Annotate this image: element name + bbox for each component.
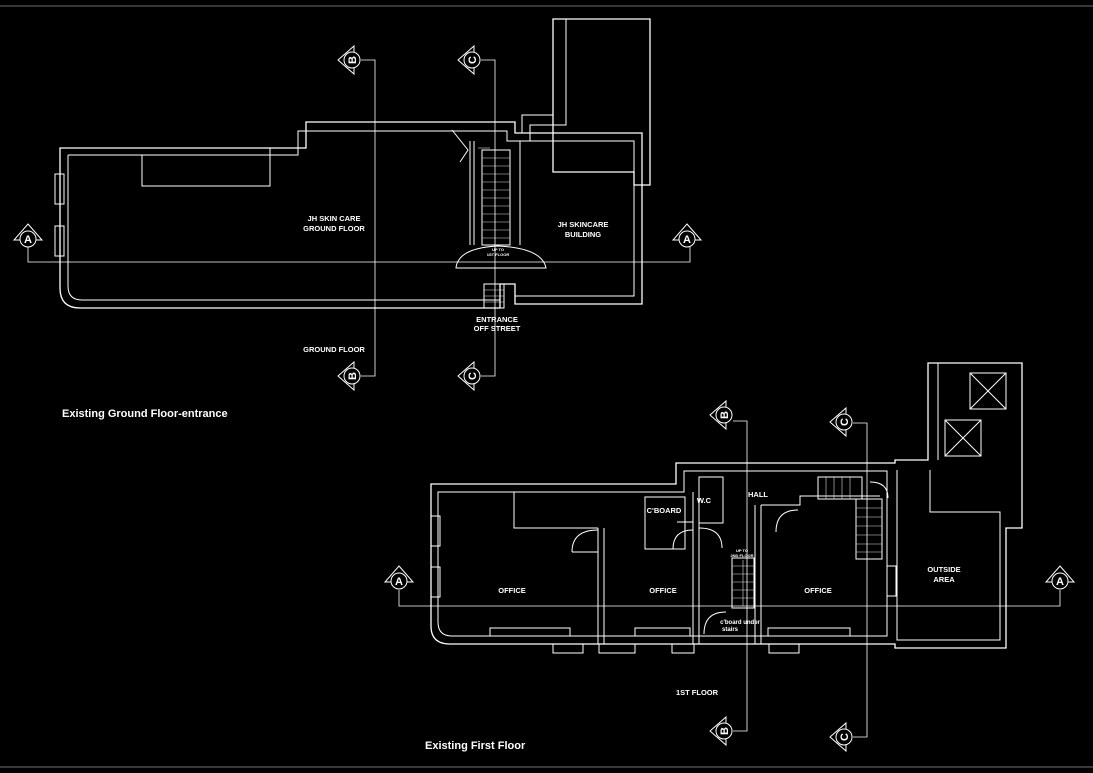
- ground-floor-inner-wall: [67, 130, 635, 301]
- section-marker-c-ground-top: C: [457, 44, 481, 76]
- hall-label: HALL: [748, 490, 768, 499]
- door-arc-3: [698, 527, 723, 549]
- ff-section-line-a: [398, 590, 1061, 607]
- first-floor-tag: 1ST FLOOR: [676, 688, 719, 697]
- ground-floor-plan: UP TO 1ST FLOOR JH SKIN CARE GROUND FLOO…: [27, 18, 691, 377]
- door-arc-1: [571, 529, 599, 553]
- svg-text:B: B: [719, 727, 731, 735]
- outside-area-wall: [896, 363, 1001, 641]
- door-arc-4: [775, 509, 799, 533]
- first-floor-plan: OFFICE OFFICE OFFICE C'BOARD W.C HALL OU…: [398, 362, 1061, 738]
- under-stairs-label-2: stairs: [722, 627, 739, 633]
- rear-building-wall: [552, 18, 651, 186]
- ff-stair-label-1: UP TO: [736, 548, 748, 553]
- ground-floor-outer-wall: [59, 121, 643, 309]
- window-ff-south-1: [552, 643, 584, 654]
- svg-text:A: A: [683, 234, 691, 246]
- section-marker-a-first-left: A: [383, 565, 415, 590]
- building-label-2: BUILDING: [565, 230, 601, 239]
- section-marker-b-ground-top: B: [337, 44, 361, 76]
- window-west-1: [54, 173, 65, 205]
- window-ff-west-2: [430, 566, 441, 598]
- rooflight-2: [944, 419, 982, 457]
- section-marker-b-ground-bottom: B: [337, 360, 361, 392]
- first-floor-inner-wall: [437, 470, 888, 637]
- room-label-jh-skin-care-1: JH SKIN CARE: [308, 214, 361, 223]
- window-ff-west-1: [430, 515, 441, 547]
- cboard-label: C'BOARD: [647, 506, 682, 515]
- rooflight-1: [969, 372, 1007, 410]
- ff-stair-label-2: 2ND FLOOR: [730, 553, 753, 558]
- ground-stair-label-2: 1ST FLOOR: [487, 252, 510, 257]
- svg-text:B: B: [347, 372, 359, 380]
- chimney-2: [634, 627, 691, 636]
- svg-text:B: B: [719, 411, 731, 419]
- ff-section-line-c: [853, 422, 868, 738]
- partition-3: [754, 505, 762, 644]
- office-1-recess: [513, 492, 598, 529]
- rear-building-wall-inner: [529, 19, 567, 141]
- door-arc-5: [869, 481, 889, 499]
- chimney-1: [489, 627, 571, 636]
- building-label-1: JH SKINCARE: [558, 220, 609, 229]
- wc-label: W.C: [697, 496, 712, 505]
- office-1-label: OFFICE: [498, 586, 526, 595]
- office-2-label: OFFICE: [649, 586, 677, 595]
- outside-area-label-2: AREA: [933, 575, 955, 584]
- entrance-label-2: OFF STREET: [474, 324, 521, 333]
- door-arc-2: [672, 529, 694, 550]
- window-ff-south-2: [598, 643, 636, 654]
- wc-box: [698, 476, 724, 524]
- room-label-jh-skin-care-2: GROUND FLOOR: [303, 224, 365, 233]
- ground-floor-tag: GROUND FLOOR: [303, 345, 365, 354]
- ff-section-line-b: [733, 420, 748, 732]
- chimney-3: [767, 627, 851, 636]
- cboard-box: [644, 496, 686, 550]
- door-arc-6: [703, 611, 727, 635]
- ground-section-line-b: [361, 59, 376, 377]
- section-marker-b-first-bottom: B: [709, 715, 733, 747]
- svg-text:C: C: [467, 372, 479, 380]
- svg-text:A: A: [1056, 576, 1064, 588]
- rear-building-wall-left: [521, 19, 554, 133]
- section-marker-a-ground-right: A: [671, 223, 703, 248]
- section-marker-c-first-top: C: [829, 406, 853, 438]
- section-marker-b-first-top: B: [709, 399, 733, 431]
- hall-stair: [817, 476, 883, 560]
- svg-text:A: A: [24, 234, 32, 246]
- partition-1: [597, 528, 605, 644]
- outside-area-label-1: OUTSIDE: [927, 565, 960, 574]
- section-marker-a-first-right: A: [1044, 565, 1076, 590]
- window-ff-south-4: [768, 643, 800, 654]
- svg-text:A: A: [395, 576, 403, 588]
- office-3-label: OFFICE: [804, 586, 832, 595]
- window-west-2: [54, 225, 65, 257]
- window-ff-south-3: [671, 643, 695, 654]
- ground-stair-label-1: UP TO: [492, 247, 504, 252]
- section-marker-c-first-bottom: C: [829, 721, 853, 753]
- ground-floor-title: Existing Ground Floor-entrance: [62, 408, 228, 420]
- hall-wall: [761, 495, 880, 506]
- ground-section-line-c: [481, 59, 496, 377]
- ground-floor-recess: [141, 148, 271, 187]
- svg-text:B: B: [347, 56, 359, 64]
- window-ff-east: [886, 565, 897, 597]
- section-marker-c-ground-bottom: C: [457, 360, 481, 392]
- first-floor-stair: [731, 557, 755, 609]
- svg-text:C: C: [839, 733, 851, 741]
- under-stairs-label-1: c'board under: [720, 620, 760, 626]
- entrance-label-1: ENTRANCE: [476, 315, 518, 324]
- ground-floor-stair: [451, 129, 547, 309]
- section-marker-a-ground-left: A: [12, 223, 44, 248]
- ground-section-line-a: [27, 247, 691, 263]
- first-floor-outer-wall: [430, 362, 1023, 649]
- svg-text:C: C: [467, 56, 479, 64]
- first-floor-title: Existing First Floor: [425, 740, 526, 752]
- svg-text:C: C: [839, 418, 851, 426]
